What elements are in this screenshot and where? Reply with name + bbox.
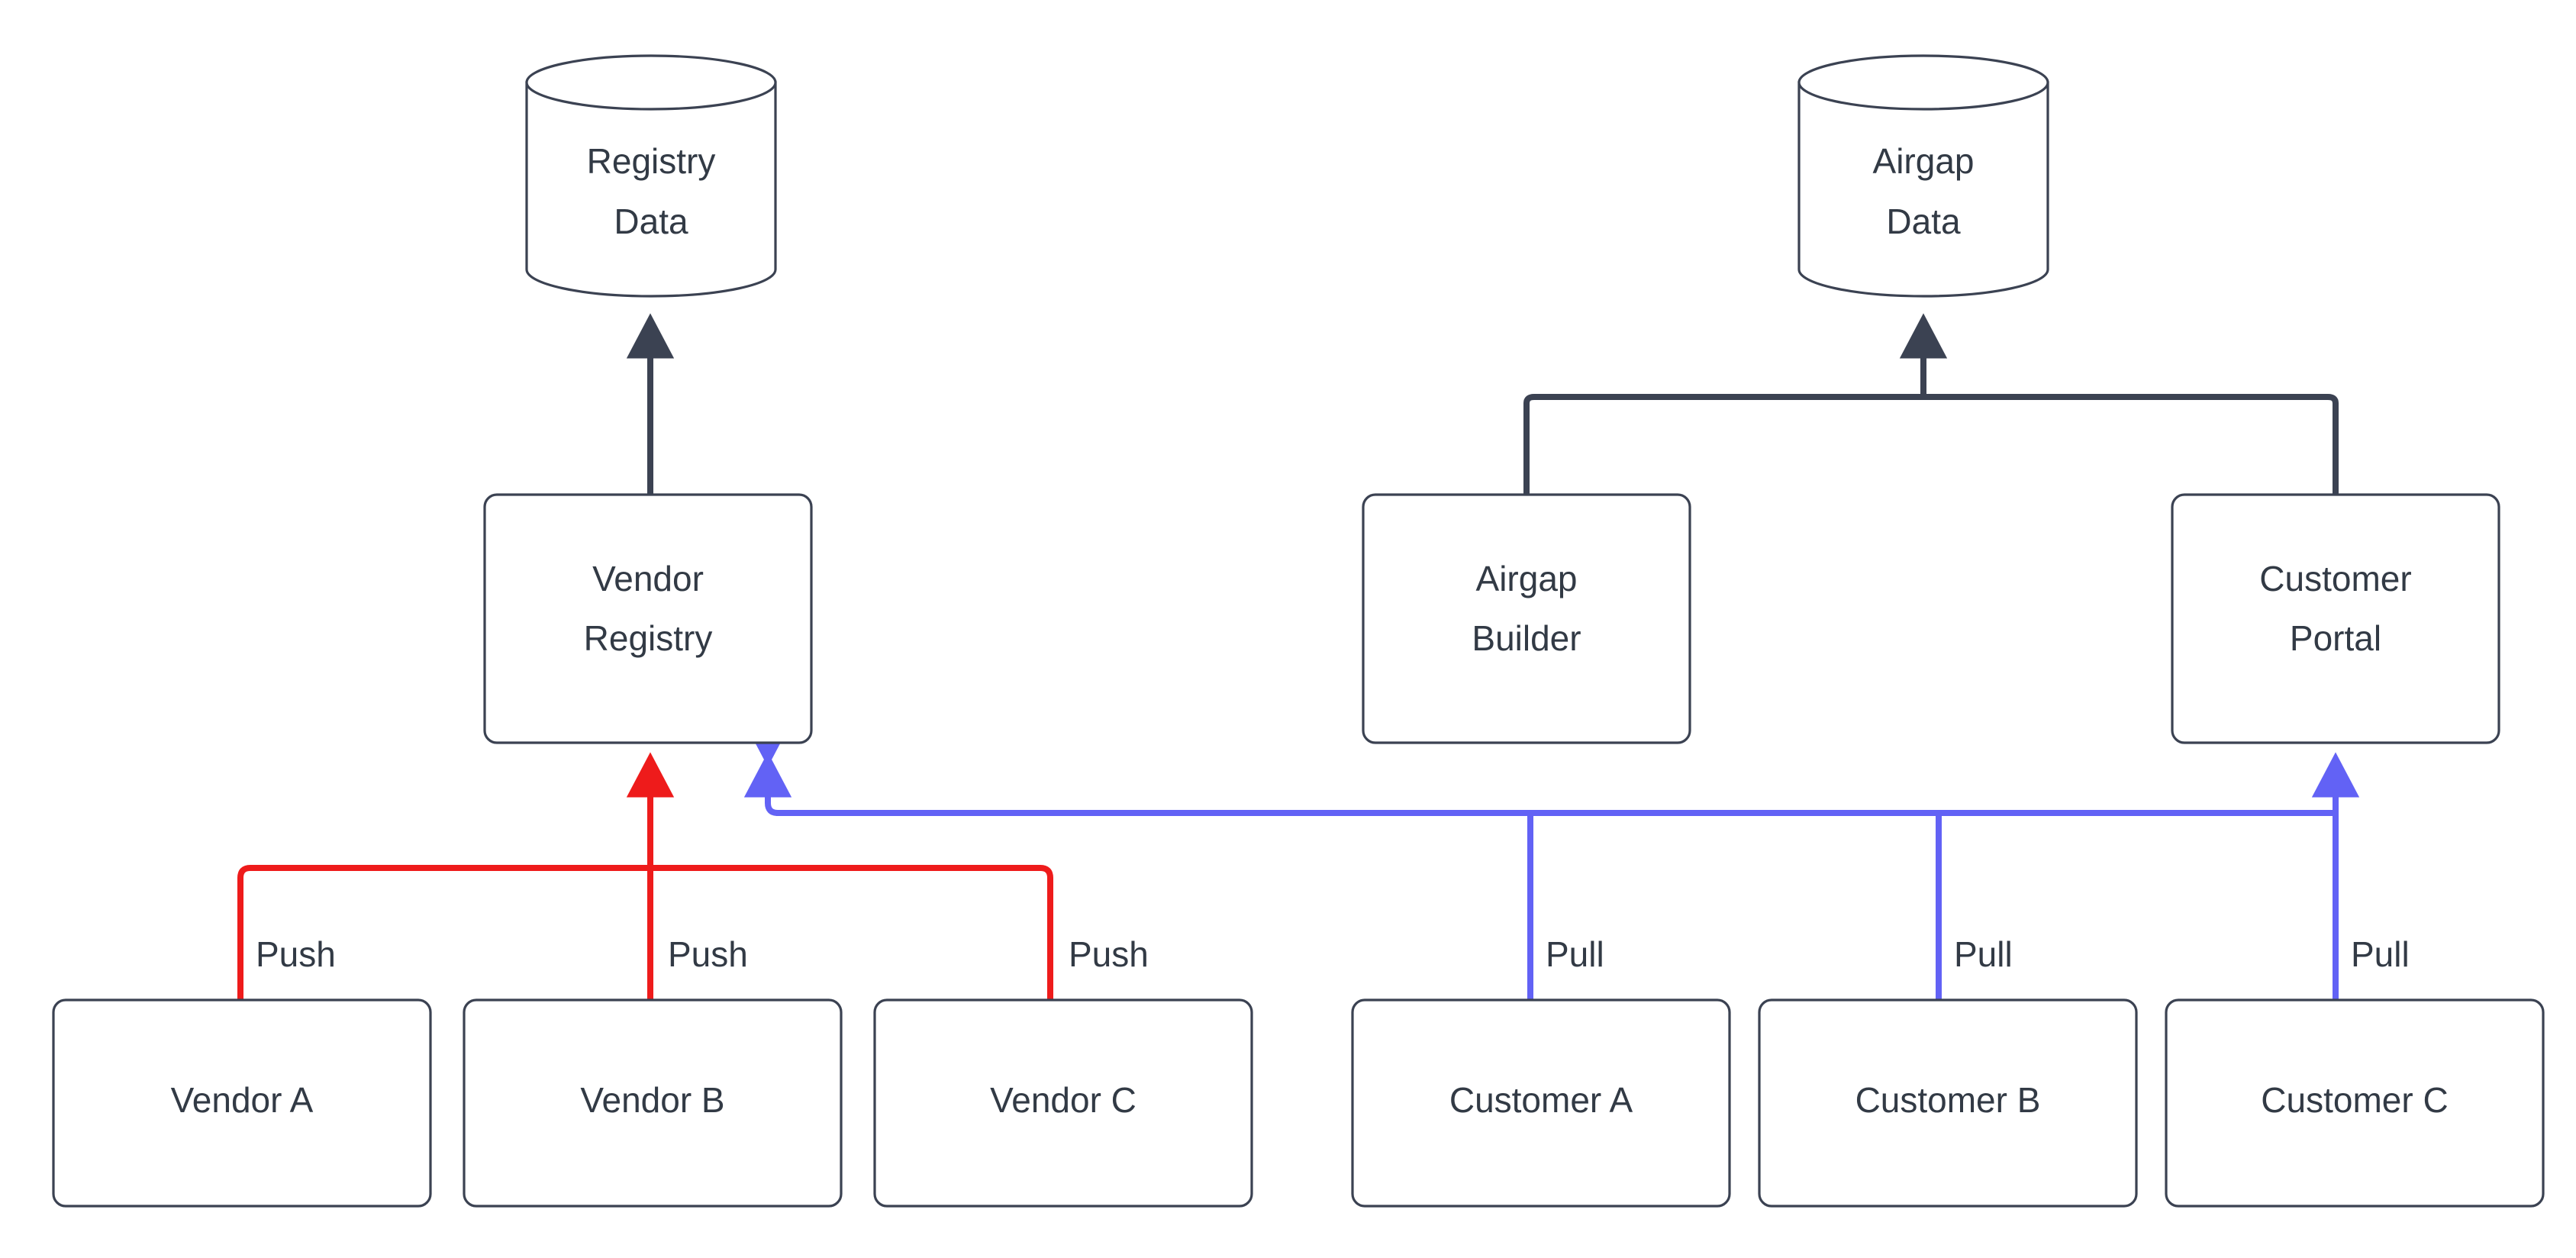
- vendor-registry-label-line1: Vendor: [592, 559, 704, 598]
- airgap-data-label-line2: Data: [1886, 202, 1961, 241]
- customer-b-label: Customer B: [1855, 1080, 2041, 1120]
- node-airgap-data[interactable]: Airgap Data: [1797, 54, 2049, 298]
- vendor-c-label: Vendor C: [990, 1080, 1136, 1120]
- registry-data-label-line2: Data: [614, 202, 688, 241]
- registry-data-label-line1: Registry: [587, 141, 716, 181]
- edge-label-pull-customer-a: Pull: [1546, 934, 1604, 974]
- edge-label-push-vendor-b: Push: [668, 934, 748, 974]
- customer-portal-label-line2: Portal: [2290, 618, 2381, 658]
- node-customer-portal[interactable]: Customer Portal: [2171, 493, 2500, 744]
- customer-a-label: Customer A: [1449, 1080, 1633, 1120]
- node-airgap-builder[interactable]: Airgap Builder: [1362, 493, 1691, 744]
- node-customer-c[interactable]: Customer C: [2165, 998, 2545, 1208]
- customer-c-label: Customer C: [2261, 1080, 2448, 1120]
- node-registry-data[interactable]: Registry Data: [525, 54, 777, 298]
- node-customer-b[interactable]: Customer B: [1758, 998, 2138, 1208]
- node-vendor-c[interactable]: Vendor C: [873, 998, 1253, 1208]
- customer-portal-label-line1: Customer: [2259, 559, 2411, 598]
- airgap-builder-label-line2: Builder: [1472, 618, 1581, 658]
- node-vendor-b[interactable]: Vendor B: [463, 998, 843, 1208]
- edge-vendor-a-push: [237, 865, 650, 1000]
- node-vendor-a[interactable]: Vendor A: [52, 998, 432, 1208]
- edge-label-push-vendor-a: Push: [256, 934, 336, 974]
- airgap-builder-label-line1: Airgap: [1476, 559, 1578, 598]
- node-vendor-registry[interactable]: Vendor Registry: [483, 493, 813, 744]
- edge-label-pull-customer-b: Pull: [1954, 934, 2013, 974]
- vendor-registry-label-line2: Registry: [584, 618, 713, 658]
- edge-airgap-builder-to-airgap-data: [1523, 394, 1923, 495]
- edge-label-pull-customer-c: Pull: [2351, 934, 2410, 974]
- edge-pull-bus: [743, 721, 2336, 816]
- edge-label-push-vendor-c: Push: [1069, 934, 1149, 974]
- edge-vendor-c-push: [650, 865, 1053, 1000]
- node-customer-a[interactable]: Customer A: [1351, 998, 1731, 1208]
- vendor-b-label: Vendor B: [580, 1080, 724, 1120]
- airgap-data-label-line1: Airgap: [1873, 141, 1975, 181]
- vendor-a-label: Vendor A: [171, 1080, 314, 1120]
- edge-customer-portal-to-airgap-data: [1923, 394, 2339, 495]
